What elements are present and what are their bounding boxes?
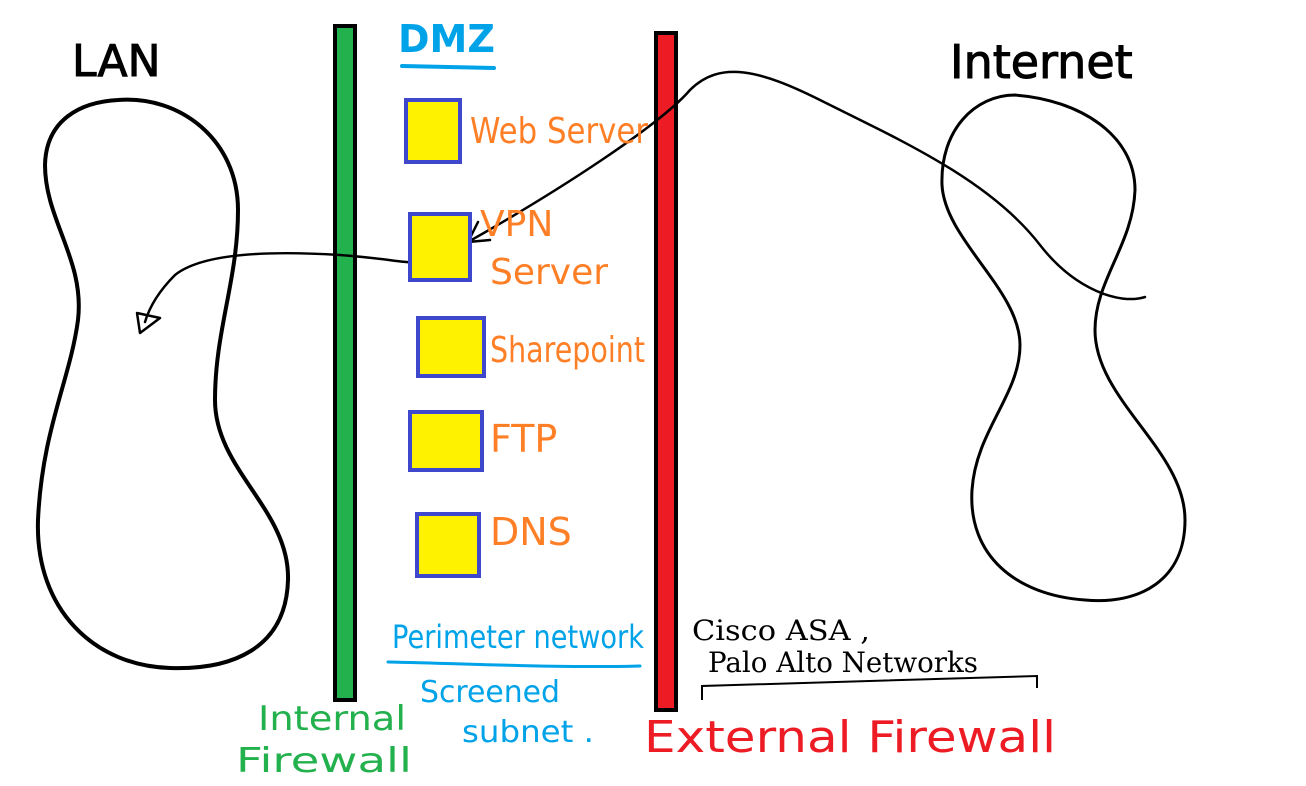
- vpn-to-lan-arrow: [143, 250, 432, 324]
- server-label-vpn-2: Server: [490, 252, 608, 293]
- lan-cloud: [35, 97, 291, 671]
- internal-firewall-label-2: Firewall: [236, 741, 412, 781]
- dmz-underline: [400, 64, 496, 70]
- internet-to-vpn-arrow: [466, 70, 1147, 301]
- perimeter-network-label: Perimeter network: [392, 618, 644, 656]
- server-label-web: Web Server: [470, 111, 648, 152]
- vendor-label-paloalto: Palo Alto Networks: [708, 646, 978, 679]
- server-box-vpn: [408, 212, 472, 282]
- server-label-vpn-1: VPN: [480, 204, 553, 245]
- external-firewall-bar: [654, 31, 678, 712]
- vpn-to-lan-arrowhead: [135, 311, 162, 335]
- internet-cloud: [940, 93, 1187, 603]
- dmz-label: DMZ: [398, 17, 495, 61]
- internal-firewall-bar: [333, 24, 357, 702]
- server-label-ftp: FTP: [490, 417, 557, 461]
- internet-label: Internet: [950, 35, 1133, 89]
- subnet-label: subnet .: [462, 715, 594, 750]
- lan-label: LAN: [72, 36, 161, 87]
- vendor-label-cisco: Cisco ASA ,: [692, 614, 870, 647]
- server-label-dns: DNS: [490, 510, 572, 554]
- server-box-ftp: [408, 410, 484, 472]
- server-label-sharepoint: Sharepoint: [490, 330, 645, 371]
- server-box-sharepoint: [416, 316, 486, 378]
- external-firewall-label: External Firewall: [644, 712, 1056, 763]
- server-box-dns: [415, 512, 481, 578]
- screened-label: Screened: [420, 675, 560, 710]
- perimeter-underline: [386, 660, 642, 669]
- internal-firewall-label-1: Internal: [258, 699, 406, 739]
- vendor-bracket: [701, 674, 1038, 700]
- server-box-web: [404, 98, 462, 164]
